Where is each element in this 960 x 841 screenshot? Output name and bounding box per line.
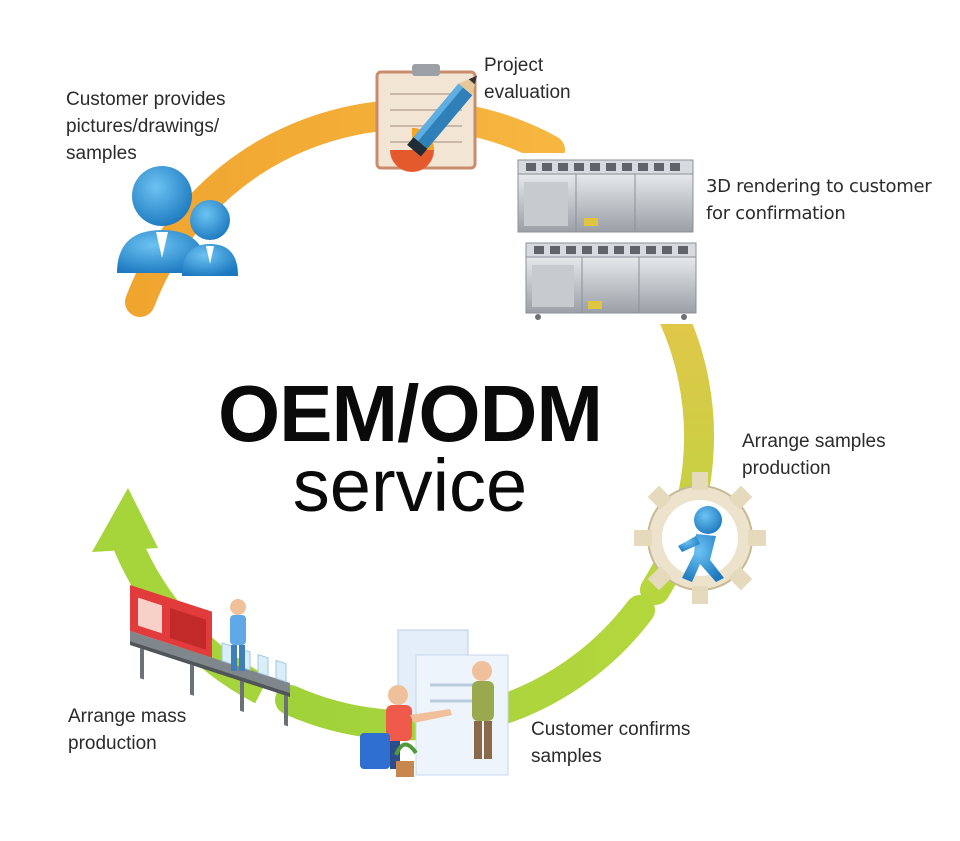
diagram-title: OEM/ODM [217, 369, 603, 458]
people-icon [117, 166, 238, 276]
step-label-customer-provides: Customer provides pictures/drawings/ sam… [66, 89, 226, 164]
handshake-icon [360, 629, 509, 777]
clipboard-pencil-icon [375, 64, 477, 172]
conveyor-icon [130, 585, 290, 727]
step-label-3d-rendering: 3D rendering to customer for confirmatio… [706, 176, 932, 224]
arrow-head-icon [92, 488, 158, 552]
step-label-mass-production: Arrange mass production [68, 706, 187, 754]
step-label-customer-confirms: Customer confirms samples [531, 719, 691, 767]
gear-runner-icon [634, 472, 766, 604]
cabinet-render-icon [514, 153, 704, 324]
step-label-project-evaluation: Project evaluation [484, 55, 571, 103]
diagram-subtitle: service [292, 444, 528, 527]
step-label-arrange-samples: Arrange samples production [742, 431, 886, 479]
